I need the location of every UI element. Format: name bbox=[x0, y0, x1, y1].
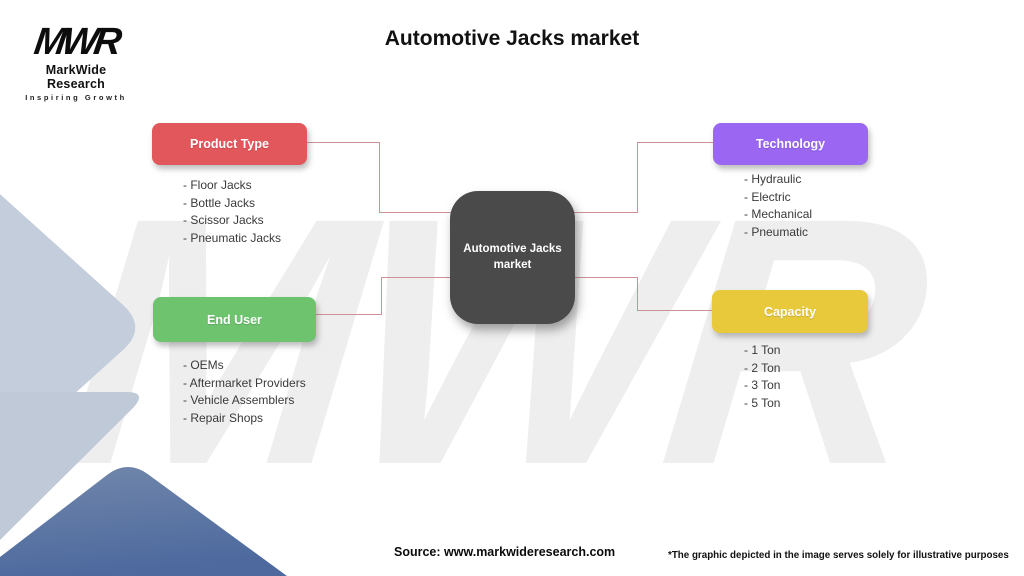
page-title: Automotive Jacks market bbox=[384, 27, 640, 50]
branch-node-end-user: End User bbox=[153, 297, 316, 342]
list-item: - Hydraulic bbox=[744, 172, 802, 186]
bottom-left-dark-shape bbox=[0, 467, 287, 576]
list-item: - 1 Ton bbox=[744, 343, 781, 357]
list-item: - Bottle Jacks bbox=[183, 195, 256, 210]
connector-capacity-v bbox=[637, 277, 639, 311]
markwide-logo: MWR MarkWide Research Inspiring Growth bbox=[20, 21, 132, 102]
markwide-logo-name: MarkWide Research bbox=[45, 63, 107, 91]
connector-enduser-h1 bbox=[381, 277, 451, 279]
list-item: - Scissor Jacks bbox=[183, 213, 264, 227]
technology-item-list: - Hydraulic - Electric - Mechanical - Pn… bbox=[744, 171, 812, 241]
connector-tech-v bbox=[637, 142, 639, 213]
end-user-item-list: - OEMs - Aftermarket Providers - Vehicle… bbox=[183, 357, 306, 427]
bottom-left-band-shape bbox=[0, 392, 140, 540]
disclaimer-text: *The graphic depicted in the image serve… bbox=[668, 550, 1009, 561]
product-type-item-list: - Floor Jacks - Bottle Jacks - Scissor J… bbox=[183, 177, 281, 247]
connector-capacity-h1 bbox=[572, 277, 638, 279]
list-item: - Vehicle Assemblers bbox=[183, 393, 295, 407]
markwide-logo-tagline: Inspiring Growth bbox=[25, 93, 127, 102]
list-item: - 3 Ton bbox=[744, 378, 781, 392]
branch-node-product-type: Product Type bbox=[152, 123, 307, 165]
list-item: - OEMs bbox=[183, 358, 224, 372]
list-item: - Aftermarket Providers bbox=[183, 375, 306, 390]
branch-node-technology: Technology bbox=[713, 123, 868, 165]
list-item: - Electric bbox=[744, 189, 791, 204]
capacity-item-list: - 1 Ton - 2 Ton - 3 Ton - 5 Ton bbox=[744, 342, 780, 412]
connector-tech-h1 bbox=[572, 212, 638, 214]
list-item: - 2 Ton bbox=[744, 360, 781, 375]
center-node-automotive-jacks-market: Automotive Jacks market bbox=[450, 191, 575, 324]
source-text: Source: www.markwideresearch.com bbox=[394, 545, 616, 559]
list-item: - Pneumatic Jacks bbox=[183, 230, 282, 245]
list-item: - Repair Shops bbox=[183, 410, 264, 425]
connector-enduser-h2 bbox=[316, 314, 382, 316]
list-item: - Mechanical bbox=[744, 207, 813, 221]
list-item: - Floor Jacks bbox=[183, 178, 252, 192]
connector-capacity-h2 bbox=[637, 310, 712, 312]
connector-tech-h2 bbox=[637, 142, 713, 144]
branch-node-capacity: Capacity bbox=[712, 290, 868, 333]
connector-enduser-v bbox=[381, 277, 383, 315]
connector-product-h2 bbox=[379, 212, 451, 214]
list-item: - Pneumatic bbox=[744, 224, 809, 239]
connector-product-v bbox=[379, 142, 381, 213]
connector-product-h1 bbox=[307, 142, 379, 144]
list-item: - 5 Ton bbox=[744, 395, 781, 410]
